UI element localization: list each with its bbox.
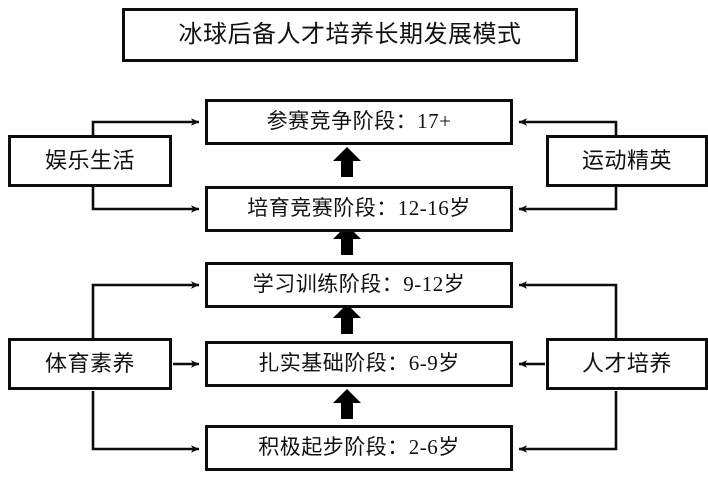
side-box-label: 体育素养 — [44, 350, 135, 376]
connector-right-bottom-to-stage-5 — [518, 391, 618, 453]
side-box-label: 人才培养 — [581, 350, 672, 376]
connector-right-top-to-stage-2 — [518, 187, 618, 213]
progression-arrow-stage-4-to-stage-3 — [333, 304, 361, 334]
side-box-yundong-jingying[interactable]: 运动精英 — [546, 135, 708, 187]
side-box-label: 运动精英 — [581, 147, 672, 173]
page-title: 冰球后备人才培养长期发展模式 — [178, 21, 522, 48]
side-box-yule-shenghuo[interactable]: 娱乐生活 — [8, 135, 172, 187]
stage-label: 扎实基础阶段：6-9岁 — [258, 351, 460, 376]
stage-label: 培育竞赛阶段：12-16岁 — [247, 196, 471, 221]
progression-arrow-stage-5-to-stage-4 — [333, 389, 361, 419]
stage-label: 积极起步阶段：2-6岁 — [258, 435, 460, 460]
connector-right-top-to-stage-1 — [518, 118, 618, 135]
stage-box-peiyu-jingsai[interactable]: 培育竞赛阶段：12-16岁 — [205, 186, 513, 232]
stage-label: 参赛竞争阶段：17+ — [266, 109, 452, 134]
connector-left-bottom-to-stage-5 — [91, 391, 200, 453]
connector-left-top-to-stage-1 — [91, 118, 200, 135]
connector-left-bottom-to-stage-3 — [91, 281, 200, 338]
side-box-rencai-peiyang[interactable]: 人才培养 — [546, 338, 708, 390]
connector-right-bottom-to-stage-3 — [518, 281, 618, 338]
connector-left-top-to-stage-2 — [91, 187, 200, 213]
side-box-label: 娱乐生活 — [44, 147, 135, 173]
progression-arrow-stage-2-to-stage-1 — [333, 147, 361, 177]
side-box-tiyu-suyang[interactable]: 体育素养 — [8, 338, 172, 390]
stage-box-xuexi-xunlian[interactable]: 学习训练阶段：9-12岁 — [205, 262, 513, 308]
stage-box-zhashi-jichu[interactable]: 扎实基础阶段：6-9岁 — [205, 341, 513, 387]
stage-label: 学习训练阶段：9-12岁 — [252, 272, 466, 297]
stage-box-canshai-jingzheng[interactable]: 参赛竞争阶段：17+ — [205, 99, 513, 145]
stage-box-jiji-qibu[interactable]: 积极起步阶段：2-6岁 — [205, 425, 513, 471]
diagram-title-box: 冰球后备人才培养长期发展模式 — [122, 8, 578, 62]
